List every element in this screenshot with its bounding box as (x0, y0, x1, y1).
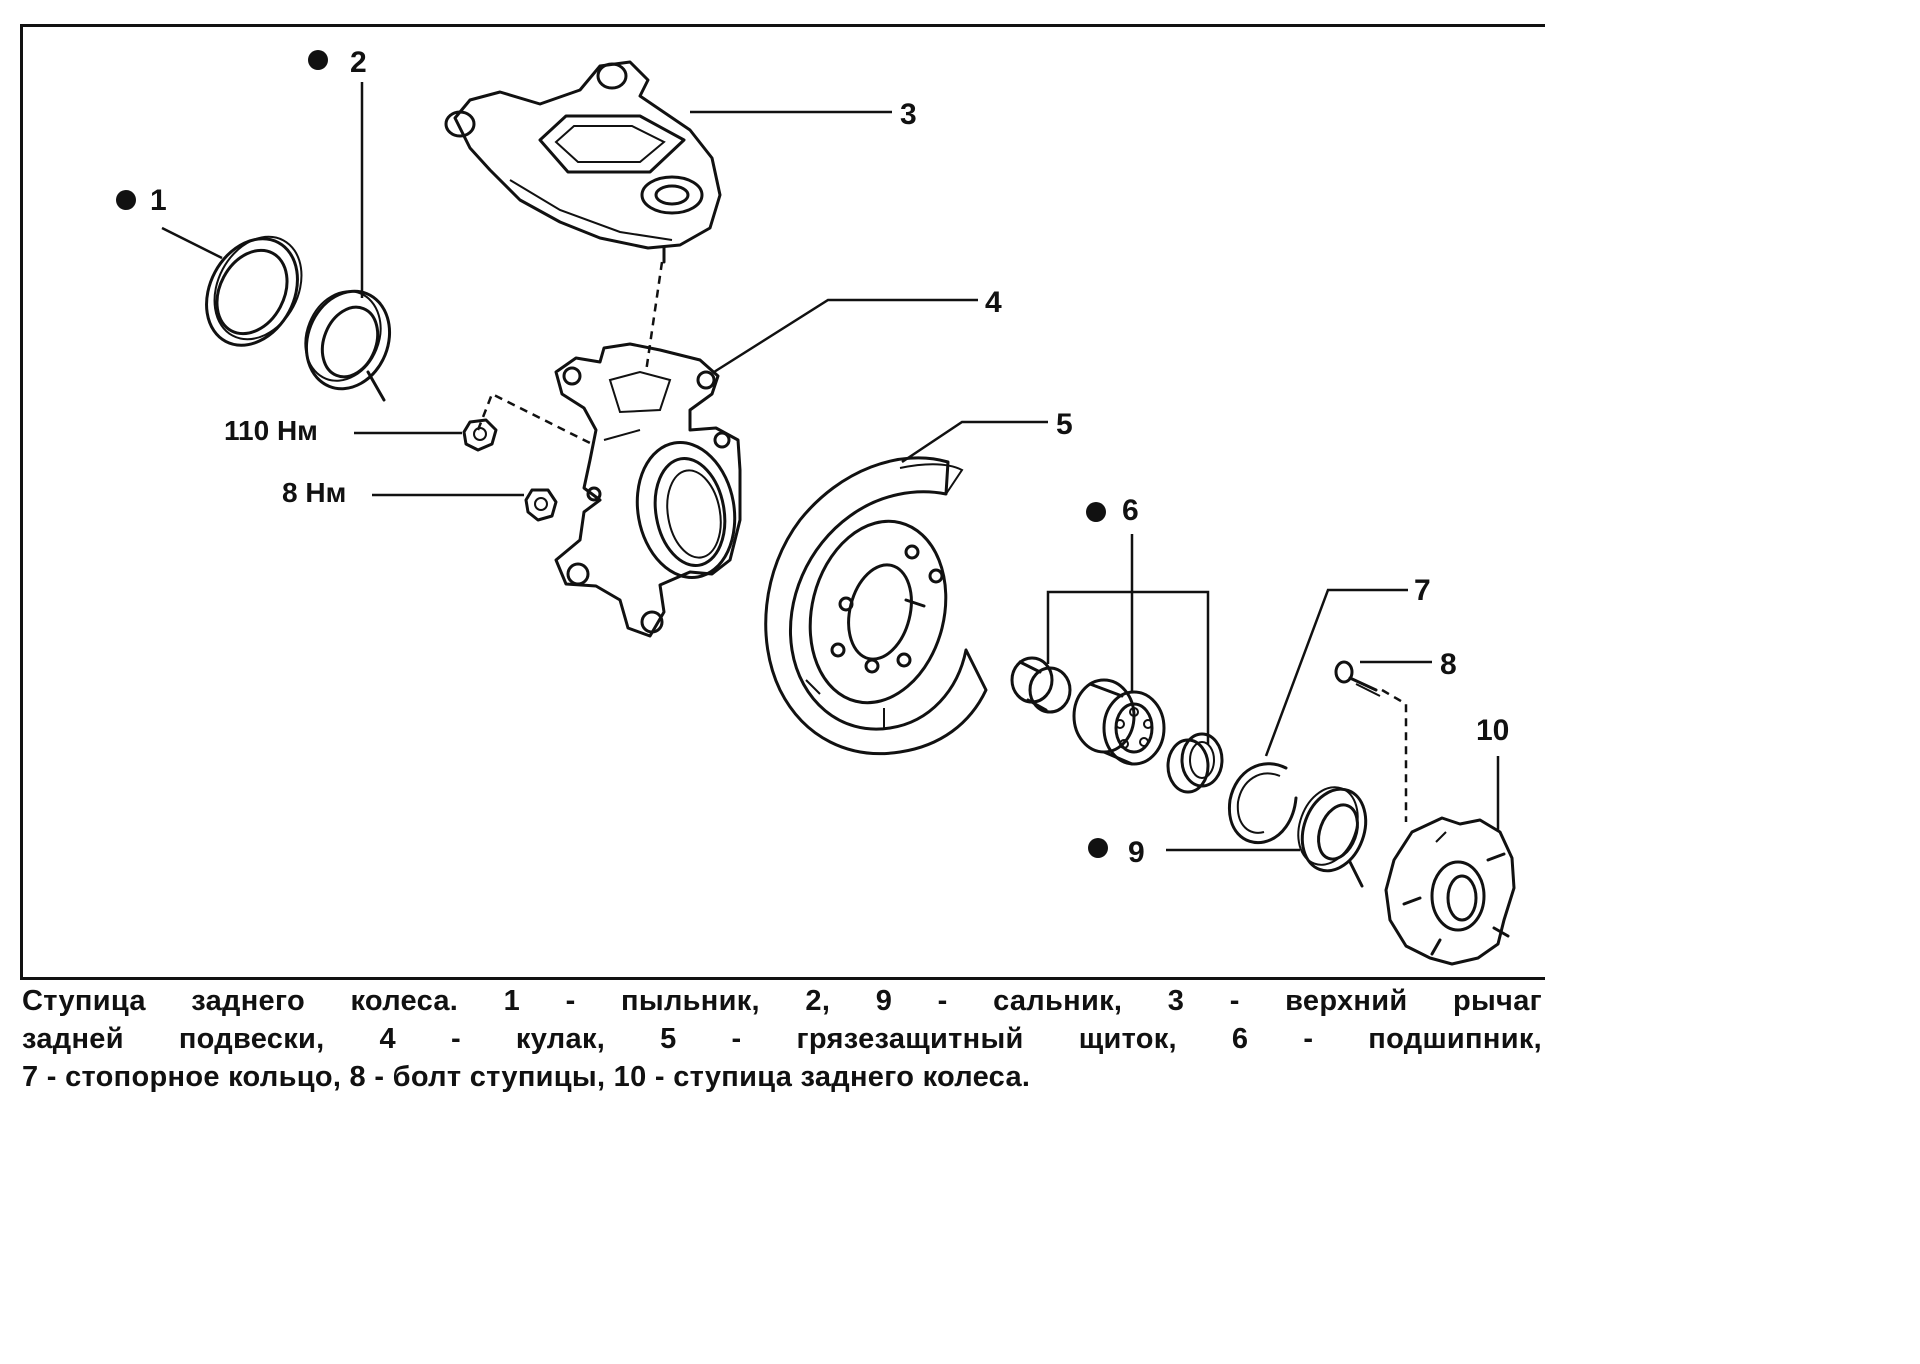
figure-caption: Ступица заднего колеса. 1 - пыльник, 2, … (22, 982, 1542, 1096)
callout-6: 6 (1122, 494, 1139, 527)
callout-9: 9 (1128, 836, 1145, 869)
nut-upper (462, 418, 498, 452)
part-8-hub-bolt (1334, 660, 1381, 697)
leader-6-bracket (1046, 590, 1210, 744)
part-6-bearing (1010, 656, 1224, 794)
dashed-link-arm-knuckle (644, 261, 664, 373)
callout-3: 3 (900, 98, 917, 131)
part-7-snap-ring (1227, 762, 1298, 845)
callout-1: 1 (150, 184, 167, 217)
leader-5 (901, 420, 1048, 464)
callout-10: 10 (1476, 714, 1509, 747)
callout-5: 5 (1056, 408, 1073, 441)
marker-dot-9 (1088, 838, 1108, 858)
leader-7 (1264, 588, 1408, 757)
nut-lower (524, 488, 558, 522)
torque-label-110: 110 Нм (224, 415, 318, 446)
caption-line-2: задней подвески, 4 - кулак, 5 - грязезащ… (22, 1023, 1542, 1055)
callout-4: 4 (985, 286, 1002, 319)
dashed-link-nut-knuckle (476, 392, 593, 446)
caption-line-3: 7 - стопорное кольцо, 8 - болт ступицы, … (22, 1061, 1031, 1093)
part-5-dust-shield (764, 456, 988, 756)
marker-dot-2 (308, 50, 328, 70)
callout-8: 8 (1440, 648, 1457, 681)
marker-dot-1 (116, 190, 136, 210)
part-3-upper-arm (444, 60, 722, 264)
callout-7: 7 (1414, 574, 1431, 607)
part-10-wheel-hub (1384, 816, 1516, 966)
diagram-frame (20, 24, 1545, 980)
exploded-view-diagram: 1 2 3 4 (116, 46, 1516, 966)
leader-1 (161, 226, 223, 260)
dashed-link-bolt-hub (1381, 688, 1408, 822)
part-2-oil-seal (304, 289, 392, 402)
marker-dot-6 (1086, 502, 1106, 522)
leader-4 (713, 298, 978, 374)
callout-2: 2 (350, 46, 367, 79)
part-1-dust-boot (205, 235, 303, 347)
torque-label-8: 8 Нм (282, 477, 346, 508)
part-4-knuckle (554, 342, 742, 638)
caption-line-1: Ступица заднего колеса. 1 - пыльник, 2, … (22, 985, 1542, 1017)
part-9-oil-seal (1297, 786, 1368, 888)
